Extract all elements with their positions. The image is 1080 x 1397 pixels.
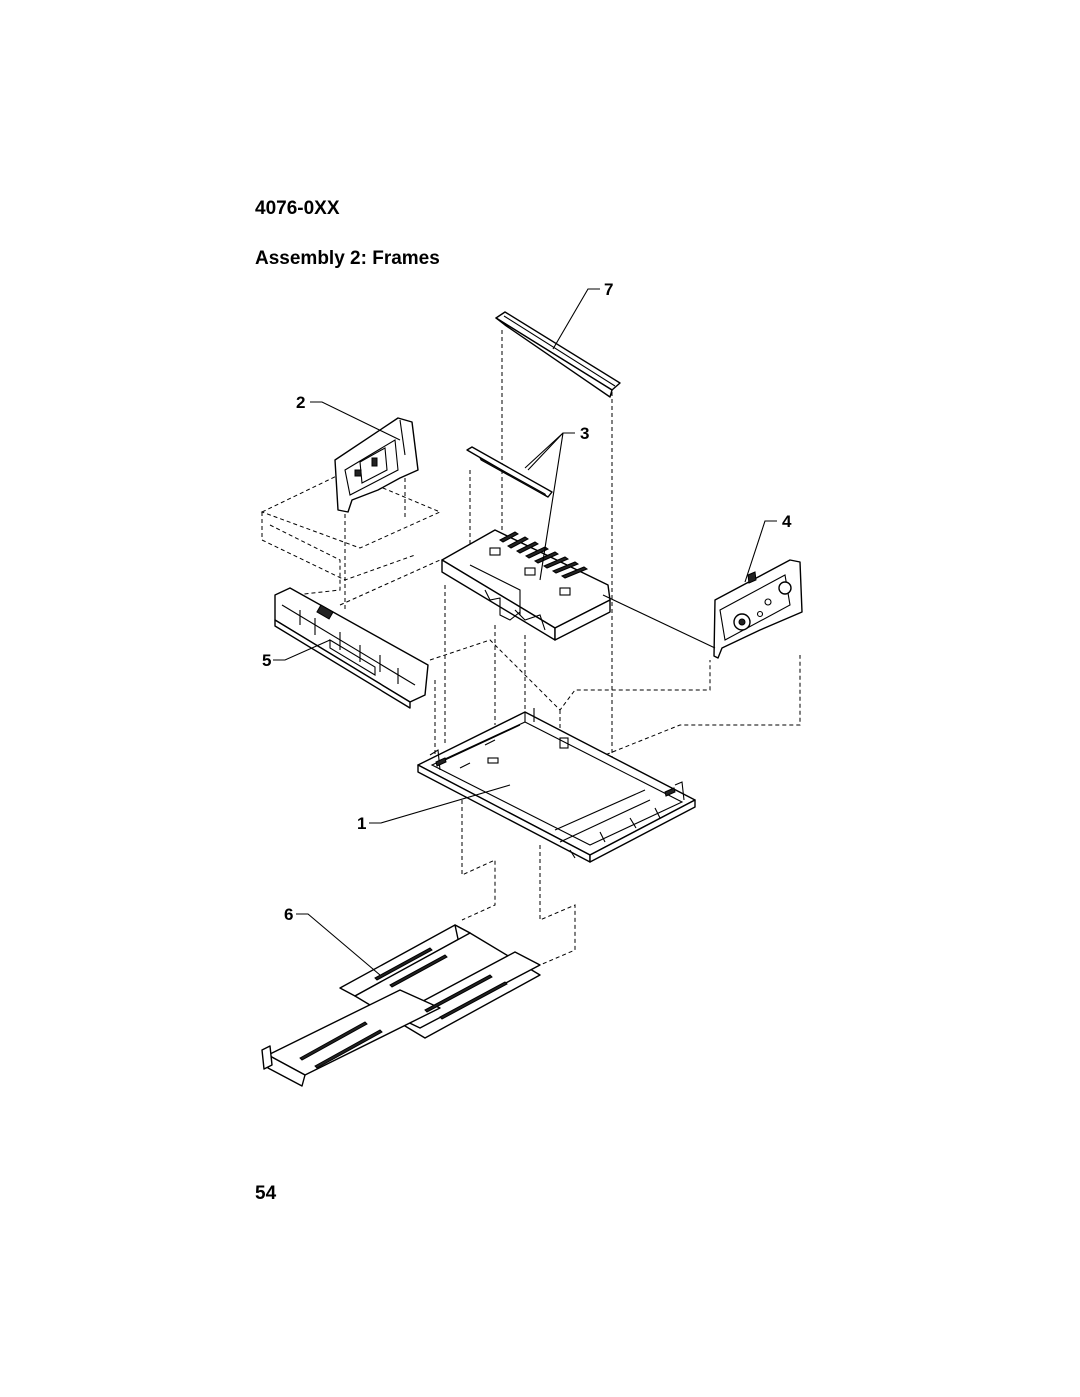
callout-6: 6 [284, 905, 293, 924]
model-number: 4076-0XX [255, 198, 340, 219]
callout-7: 7 [604, 280, 613, 299]
part-6-tray-extension [261, 924, 541, 1087]
part-7-top-bar [495, 311, 621, 398]
leader-lines [273, 288, 777, 976]
tray-ribs [499, 531, 589, 579]
page-number: 54 [255, 1183, 277, 1204]
callout-4: 4 [782, 512, 792, 531]
assembly-title: Assembly 2: Frames [255, 248, 440, 269]
part-2-left-frame [334, 417, 419, 513]
callout-5: 5 [262, 651, 271, 670]
callout-3: 3 [580, 424, 589, 443]
part-5-front-frame [274, 587, 429, 709]
callout-2: 2 [296, 393, 305, 412]
callout-labels: 7 2 3 4 5 1 6 [262, 280, 792, 924]
part-1-base-frame [417, 708, 696, 863]
part-3-center-tray [441, 529, 611, 641]
part-3-guide-plate [466, 446, 553, 498]
callout-1: 1 [357, 814, 366, 833]
part-4-right-frame [713, 559, 803, 659]
